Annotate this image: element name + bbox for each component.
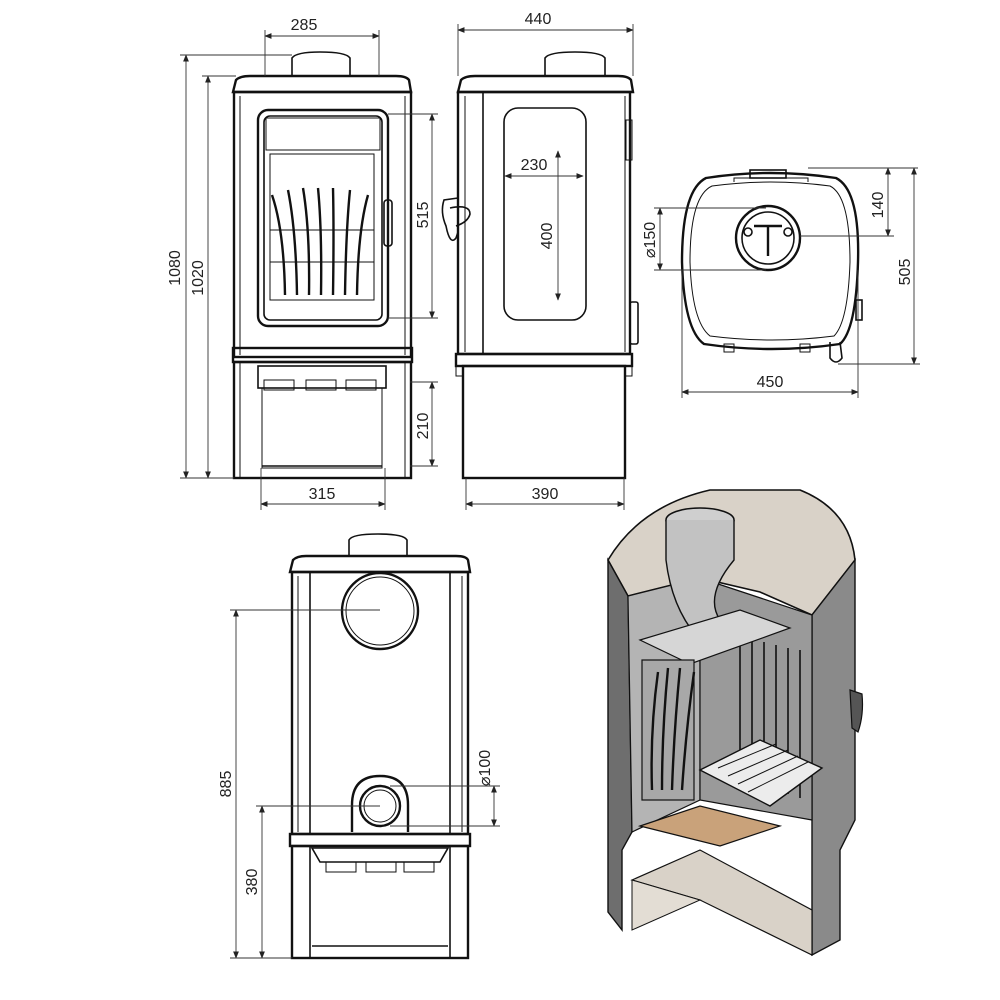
- dim-depth: 505: [897, 259, 914, 286]
- dim-air-inlet-diameter: ⌀100: [477, 750, 494, 786]
- dim-rear-flue-height: 885: [218, 771, 235, 798]
- cutaway-3d-view: [607, 489, 864, 957]
- dim-air-inlet-height: 380: [244, 869, 261, 896]
- side-view: [441, 51, 639, 480]
- cutaway-fire-bars: [650, 667, 696, 791]
- dim-window-height: 400: [539, 223, 556, 250]
- dim-width-base: 315: [309, 486, 336, 503]
- dim-width: 450: [757, 374, 784, 391]
- dim-window-width: 230: [521, 157, 548, 174]
- dim-height-total: 1080: [167, 250, 184, 286]
- fire-bars: [270, 187, 370, 296]
- rear-view: [288, 533, 472, 960]
- front-view: [231, 51, 414, 480]
- top-view: [680, 169, 863, 363]
- dim-depth-top: 440: [525, 11, 552, 28]
- side-view-dimensions: 440 230 400 390: [457, 11, 634, 510]
- dim-width-top: 285: [291, 17, 318, 34]
- dim-door-height: 515: [415, 202, 432, 229]
- dim-flue-offset: 140: [870, 192, 887, 219]
- dim-flue-diameter: ⌀150: [642, 222, 659, 258]
- rear-view-dimensions: 885 380 ⌀100: [218, 609, 500, 959]
- dim-height-body: 1020: [190, 260, 207, 296]
- dim-base-height: 210: [415, 413, 432, 440]
- front-view-dimensions: 285 1080 1020 515 210 315: [167, 17, 438, 510]
- top-view-dimensions: ⌀150 140 505 450: [642, 167, 920, 398]
- dim-depth-base: 390: [532, 486, 559, 503]
